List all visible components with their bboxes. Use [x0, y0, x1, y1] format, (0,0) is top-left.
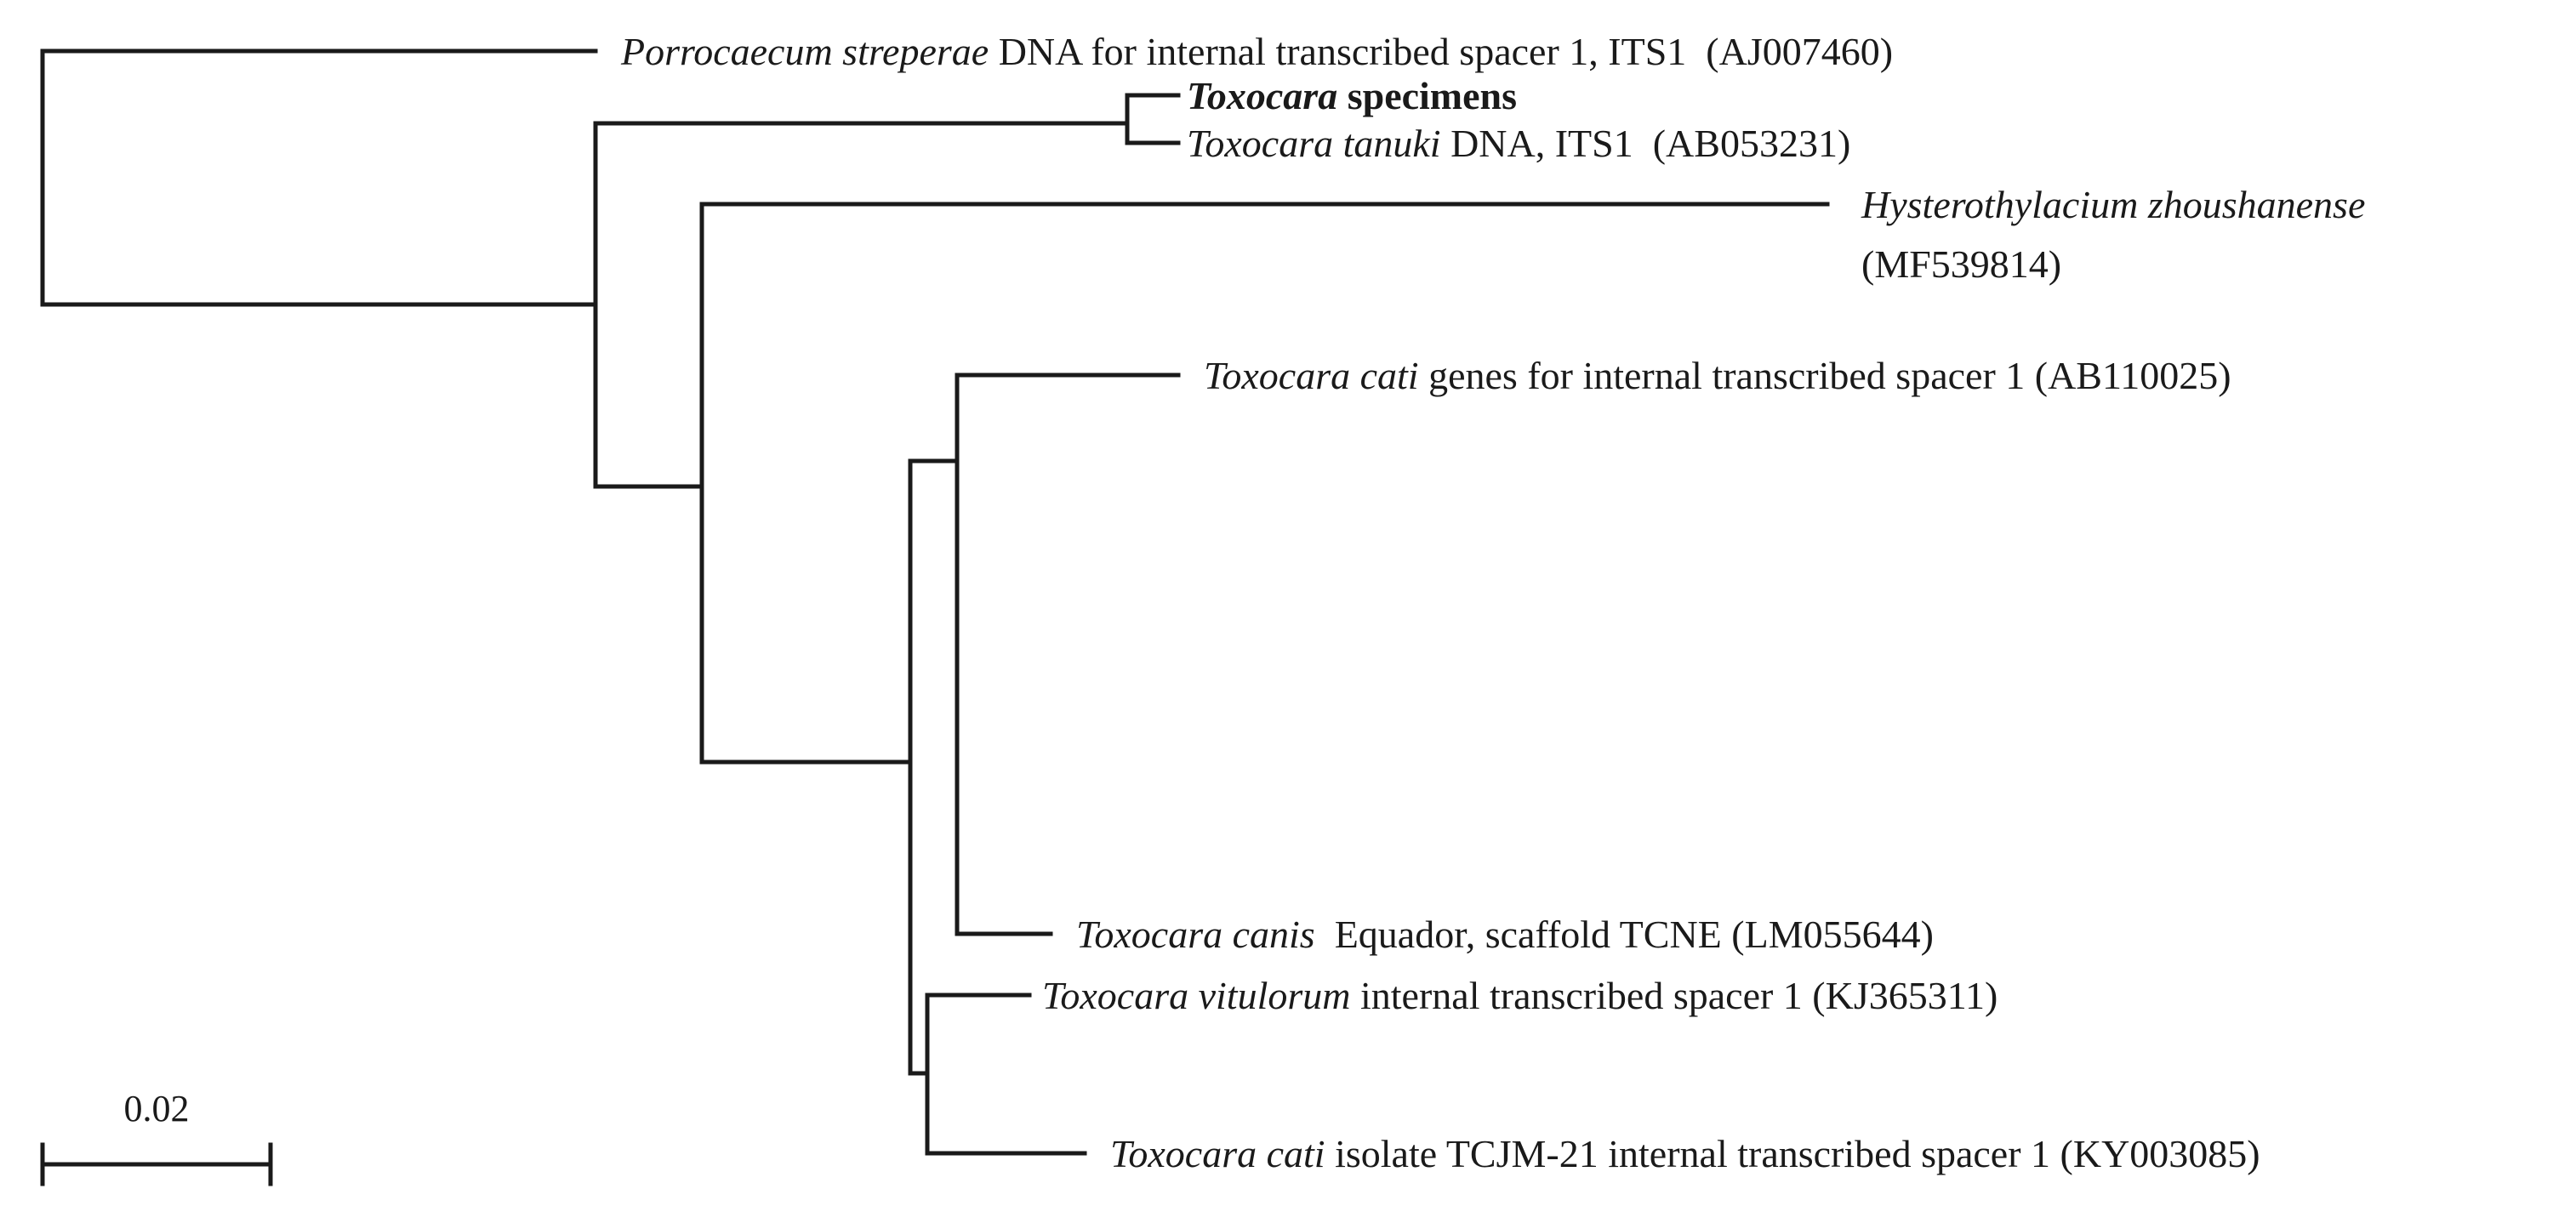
label-toxocara-vitulorum: Toxocara vitulorum internal transcribed … — [1042, 974, 1998, 1017]
label-segment: Toxocara cati — [1204, 354, 1419, 397]
label-toxocara-cati-ky003085: Toxocara cati isolate TCJM-21 internal t… — [1110, 1132, 2260, 1175]
label-segment: Hysterothylacium zhoushanense — [1861, 183, 2365, 226]
label-segment: Toxocara canis — [1076, 913, 1315, 956]
label-toxocara-canis: Toxocara canis Equador, scaffold TCNE (L… — [1076, 913, 1934, 956]
label-segment: Toxocara cati — [1110, 1132, 1325, 1175]
tree-branches — [40, 48, 1830, 1156]
label-segment: Equador, scaffold TCNE (LM055644) — [1315, 913, 1934, 956]
scale-bar-label: 0.02 — [124, 1088, 190, 1129]
label-toxocara-tanuki: Toxocara tanuki DNA, ITS1 (AB053231) — [1187, 122, 1850, 165]
label-segment: Porrocaecum streperae — [620, 30, 989, 73]
label-segment: genes for internal transcribed spacer 1 … — [1419, 354, 2231, 397]
label-segment: DNA, ITS1 (AB053231) — [1441, 122, 1851, 165]
label-segment: isolate TCJM-21 internal transcribed spa… — [1325, 1132, 2260, 1175]
leaf-labels: Porrocaecum streperae DNA for internal t… — [620, 30, 2365, 1175]
label-hysterothylacium: Hysterothylacium zhoushanense — [1861, 183, 2365, 226]
label-segment: (MF539814) — [1861, 242, 2061, 286]
label-segment: DNA for internal transcribed spacer 1, I… — [989, 30, 1893, 73]
label-segment: internal transcribed spacer 1 (KJ365311) — [1350, 974, 1998, 1017]
label-segment: specimens — [1337, 74, 1517, 117]
label-segment: Toxocara — [1187, 74, 1337, 117]
label-porrocaecum: Porrocaecum streperae DNA for internal t… — [620, 30, 1893, 73]
label-segment: Toxocara tanuki — [1187, 122, 1441, 165]
label-hysterothylacium-line-2: (MF539814) — [1861, 242, 2061, 286]
label-toxocara-specimens: Toxocara specimens — [1187, 74, 1517, 117]
label-toxocara-cati-ab110025: Toxocara cati genes for internal transcr… — [1204, 354, 2231, 397]
scale-bar: 0.02 — [40, 1088, 273, 1186]
label-segment: Toxocara vitulorum — [1042, 974, 1350, 1017]
